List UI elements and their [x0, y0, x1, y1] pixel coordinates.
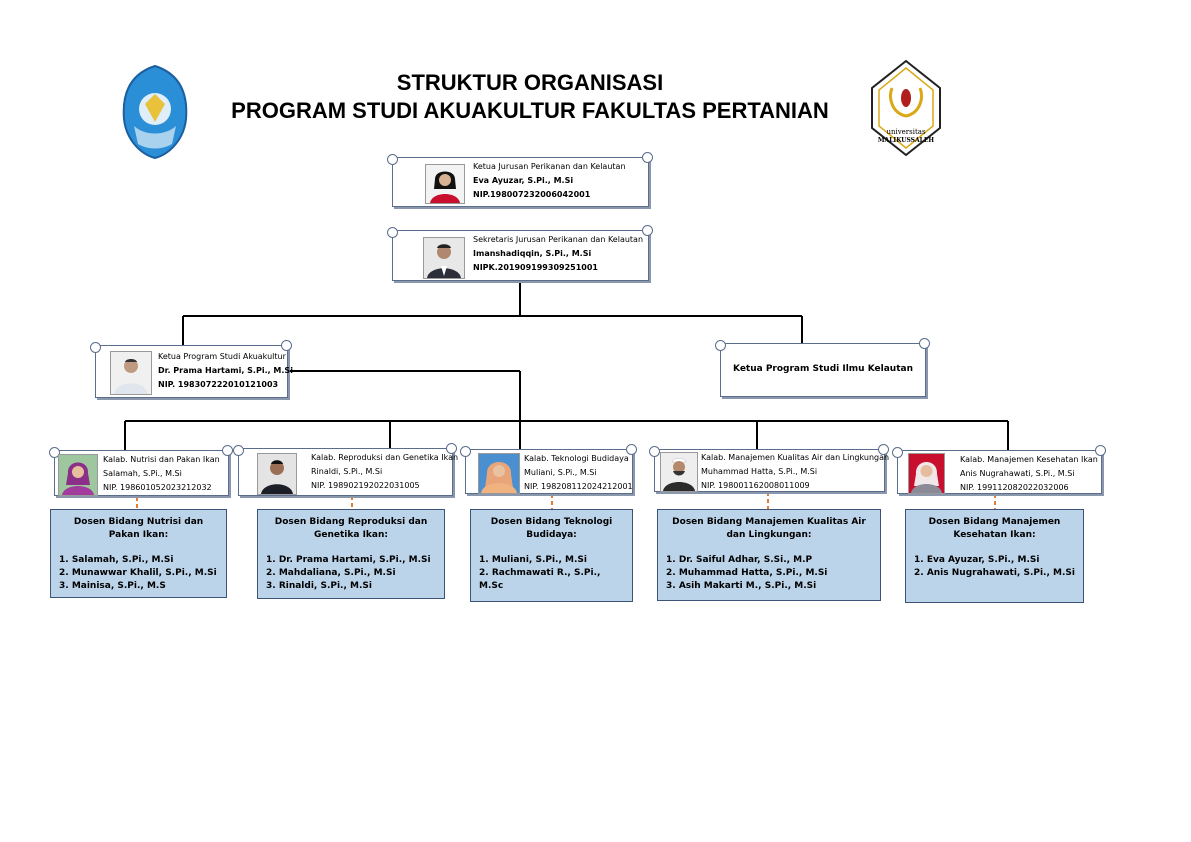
dosen-kesehatan-box: Dosen Bidang Manajemen Kesehatan Ikan: 1… [905, 509, 1084, 603]
dosen-kualitas-air-box: Dosen Bidang Manajemen Kualitas Air dan … [657, 509, 881, 601]
scroll-curl [281, 340, 292, 351]
lab-teknologi-name: Muliani, S.Pi., M.Si [524, 468, 597, 477]
lab-nutrisi-name: Salamah, S.Pi., M.Si [103, 469, 182, 478]
tut-wuri-handayani-logo [120, 64, 190, 160]
dosen-kualitas-air-heading: Dosen Bidang Manajemen Kualitas Air dan … [672, 517, 866, 540]
kaprodi-ilmu-kelautan-card: Ketua Program Studi Ilmu Kelautan [715, 338, 930, 397]
lab-teknologi-nip: NIP. 198208112024212001 [524, 482, 633, 491]
dosen-member: 2. Muhammad Hatta, S.Pi., M.Si [666, 568, 828, 578]
scroll-curl [892, 447, 903, 458]
scroll-curl [460, 446, 471, 457]
scroll-curl [90, 342, 101, 353]
dosen-nutrisi-box: Dosen Bidang Nutrisi dan Pakan Ikan: 1. … [50, 509, 227, 598]
sekretaris-photo [423, 237, 465, 279]
lab-kualitas-air-photo [660, 452, 698, 492]
lab-card-nutrisi: Kalab. Nutrisi dan Pakan Ikan Salamah, S… [49, 445, 233, 496]
lab-kualitas-air-role: Kalab. Manajemen Kualitas Air dan Lingku… [701, 453, 890, 462]
lab-nutrisi-nip: NIP. 198601052023212032 [103, 483, 212, 492]
dosen-member: 2. Anis Nugrahawati, S.Pi., M.Si [914, 568, 1075, 578]
scroll-curl [642, 225, 653, 236]
logo-text-universitas: universitas [886, 128, 926, 136]
lab-kesehatan-nip: NIP. 199112082022032006 [960, 483, 1069, 492]
lab-kualitas-air-nip: NIP. 198001162008011009 [701, 481, 810, 490]
universitas-malikussaleh-logo: universitas MALIKUSSALEH [866, 58, 946, 158]
lab-card-kesehatan: Kalab. Manajemen Kesehatan Ikan Anis Nug… [892, 445, 1106, 494]
dosen-member: 1. Eva Ayuzar, S.Pi., M.Si [914, 555, 1040, 565]
dosen-nutrisi-heading: Dosen Bidang Nutrisi dan Pakan Ikan: [73, 517, 204, 540]
kaprodi-ilmu-kelautan-role: Ketua Program Studi Ilmu Kelautan [733, 364, 913, 374]
kaprodi-akuakultur-role: Ketua Program Studi Akuakultur [158, 352, 286, 361]
lab-reproduksi-role: Kalab. Reproduksi dan Genetika Ikan [311, 453, 459, 462]
lab-reproduksi-nip: NIP. 198902192022031005 [311, 481, 420, 490]
sekretaris-nip: NIPK.201909199309251001 [473, 263, 598, 272]
scroll-curl [49, 447, 60, 458]
logo-text-malikussaleh: MALIKUSSALEH [877, 137, 935, 144]
ketua-jurusan-card: Ketua Jurusan Perikanan dan Kelautan Eva… [387, 152, 653, 207]
dosen-member: 3. Rinaldi, S.Pi., M.Si [266, 581, 372, 591]
kaprodi-akuakultur-nip: NIP. 198307222010121003 [158, 380, 279, 389]
scroll-curl [878, 444, 889, 455]
scroll-curl [222, 445, 233, 456]
kaprodi-akuakultur-name: Dr. Prama Hartami, S.Pi., M.Si [158, 366, 293, 375]
dosen-member: 1. Dr. Saiful Adhar, S.Si., M.P [666, 555, 813, 565]
ketua-jurusan-role: Ketua Jurusan Perikanan dan Kelautan [473, 162, 626, 171]
lab-card-teknologi: Kalab. Teknologi Budidaya Muliani, S.Pi.… [460, 444, 637, 494]
dosen-teknologi-box: Dosen Bidang Teknologi Budidaya: 1. Muli… [470, 509, 633, 602]
kaprodi-akuakultur-photo [110, 351, 152, 395]
scroll-curl [233, 445, 244, 456]
lab-nutrisi-role: Kalab. Nutrisi dan Pakan Ikan [103, 455, 220, 464]
lab-kualitas-air-name: Muhammad Hatta, S.Pi., M.Si [701, 467, 818, 476]
sekretaris-name: Imanshadiqqin, S.Pi., M.Si [473, 249, 592, 258]
lab-card-kualitas-air: Kalab. Manajemen Kualitas Air dan Lingku… [649, 444, 889, 492]
lab-reproduksi-photo [257, 453, 297, 495]
scroll-curl [446, 443, 457, 454]
scroll-curl [715, 340, 726, 351]
lab-teknologi-role: Kalab. Teknologi Budidaya [524, 454, 629, 463]
scroll-curl [1095, 445, 1106, 456]
ketua-jurusan-name: Eva Ayuzar, S.Pi., M.Si [473, 176, 574, 185]
lab-reproduksi-name: Rinaldi, S.Pi., M.Si [311, 467, 383, 476]
page-title: STRUKTUR ORGANISASI [396, 70, 664, 95]
lab-kesehatan-role: Kalab. Manajemen Kesehatan Ikan [960, 455, 1098, 464]
dosen-reproduksi-heading: Dosen Bidang Reproduksi dan Genetika Ika… [274, 517, 428, 540]
lab-kesehatan-photo [908, 453, 945, 494]
dosen-kesehatan-heading: Dosen Bidang Manajemen Kesehatan Ikan: [928, 517, 1061, 540]
dosen-reproduksi-box: Dosen Bidang Reproduksi dan Genetika Ika… [257, 509, 445, 599]
lab-teknologi-photo [478, 453, 520, 494]
scroll-curl [387, 154, 398, 165]
dosen-member: 1. Salamah, S.Pi., M.Si [59, 555, 174, 565]
page-subtitle: PROGRAM STUDI AKUAKULTUR FAKULTAS PERTAN… [231, 98, 829, 123]
dosen-member: 2. Rachmawati R., S.Pi., M.Sc [479, 568, 601, 591]
sekretaris-card: Sekretaris Jurusan Perikanan dan Kelauta… [387, 225, 653, 281]
dosen-member: 1. Muliani, S.Pi., M.Si [479, 555, 587, 565]
scroll-curl [919, 338, 930, 349]
sekretaris-role: Sekretaris Jurusan Perikanan dan Kelauta… [473, 235, 644, 244]
dosen-member: 3. Mainisa, S.Pi., M.S [59, 581, 166, 591]
scroll-curl [387, 227, 398, 238]
scroll-curl [642, 152, 653, 163]
dosen-member: 2. Munawwar Khalil, S.Pi., M.Si [59, 568, 217, 578]
dosen-member: 2. Mahdaliana, S.Pi., M.Si [266, 568, 396, 578]
scroll-curl [649, 446, 660, 457]
dosen-member: 3. Asih Makarti M., S.Pi., M.Si [666, 581, 817, 591]
kaprodi-akuakultur-card: Ketua Program Studi Akuakultur Dr. Prama… [90, 340, 293, 398]
ketua-jurusan-photo [425, 164, 465, 204]
dosen-teknologi-heading: Dosen Bidang Teknologi Budidaya: [490, 517, 613, 540]
lab-kesehatan-name: Anis Nugrahawati, S.Pi., M.Si [960, 469, 1075, 478]
scroll-curl [626, 444, 637, 455]
lab-card-reproduksi: Kalab. Reproduksi dan Genetika Ikan Rina… [233, 443, 458, 496]
lab-nutrisi-photo [58, 454, 98, 496]
ketua-jurusan-nip: NIP.198007232006042001 [473, 190, 591, 199]
dosen-member: 1. Dr. Prama Hartami, S.Pi., M.Si [266, 555, 431, 565]
